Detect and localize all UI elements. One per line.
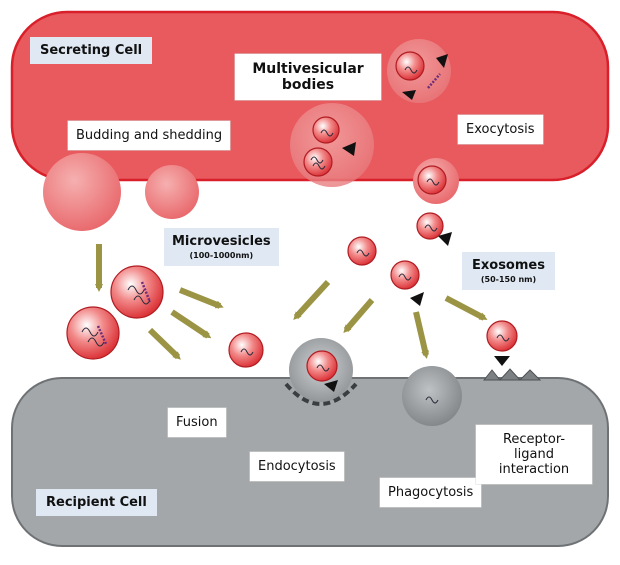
- phagocytosis-label: Phagocytosis: [380, 478, 482, 507]
- arrow-microvesicle-fusion: [147, 327, 181, 360]
- arrow-to-phagocytosis: [413, 311, 429, 359]
- cargo-rna: [404, 66, 418, 74]
- mvb-top-exosome: [395, 51, 425, 81]
- cargo-rna: [356, 249, 370, 257]
- triangle-marker: [324, 380, 338, 392]
- released-exosome-3: [390, 260, 420, 290]
- cargo-rna: [310, 156, 326, 170]
- arrow-to-endocytosis-left: [293, 279, 331, 320]
- exosomes-title: Exosomes: [472, 258, 545, 273]
- phagosome: [402, 366, 462, 426]
- protein-markers: [324, 54, 510, 392]
- secreting-cell-label: Secreting Cell: [30, 37, 153, 64]
- budding-shedding-label: Budding and shedding: [68, 121, 231, 150]
- cargo-rna: [320, 129, 334, 137]
- arrow-to-endocytosis-right: [343, 298, 375, 334]
- microvesicles-size: (100-1000nm): [189, 251, 254, 260]
- cargo-rna: [424, 224, 438, 232]
- triangle-marker: [494, 356, 510, 366]
- exosomes-size: (50-150 nm): [480, 275, 537, 284]
- recipient-cell-label: Recipient Cell: [36, 489, 157, 516]
- multivesicular-bodies-label: Multivesicular bodies: [235, 54, 381, 101]
- mvb-exosome-upper: [312, 116, 340, 144]
- cargo-rna: [426, 178, 440, 186]
- budding-vesicle-large: [43, 153, 121, 231]
- vesicle-cargo: [81, 66, 510, 404]
- vesicles: [66, 51, 518, 382]
- cargo-rna: [398, 273, 412, 281]
- triangle-marker: [410, 292, 424, 306]
- cargo-rna: [425, 396, 439, 404]
- microvesicles-title: Microvesicles: [172, 234, 271, 249]
- triangle-marker: [342, 142, 356, 156]
- cargo-rna: [316, 364, 330, 372]
- fusion-label: Fusion: [168, 408, 226, 437]
- cargo-rna: [81, 327, 105, 347]
- membrane-receptors: [482, 368, 542, 381]
- mvb-center: [290, 103, 374, 187]
- arrow-microvesicle-right: [178, 287, 224, 309]
- cargo-strand: [140, 281, 152, 303]
- exocytosis-label: Exocytosis: [458, 115, 543, 144]
- endocytosis-label: Endocytosis: [250, 452, 344, 481]
- cargo-protein-dna: [96, 73, 441, 345]
- triangle-marker: [438, 232, 452, 246]
- arrow-microvesicle-diag: [170, 309, 212, 339]
- cargo-rna: [496, 334, 510, 342]
- cargo-strand: [427, 73, 441, 89]
- receptor-ligand-label: Receptor-ligand interaction: [476, 425, 592, 484]
- microvesicle-left: [66, 306, 120, 360]
- endocytosis-membrane: [284, 382, 358, 406]
- cargo-rna: [240, 348, 254, 356]
- microvesicles-label: Microvesicles (100-1000nm): [164, 228, 279, 266]
- budding-vesicle-small: [145, 165, 199, 219]
- arrow-to-receptor: [444, 295, 488, 321]
- triangle-marker: [436, 54, 448, 68]
- arrows: [95, 244, 488, 360]
- exosomes-label: Exosomes (50-150 nm): [462, 252, 555, 290]
- triangle-marker: [402, 90, 416, 100]
- cargo-rna: [127, 285, 151, 305]
